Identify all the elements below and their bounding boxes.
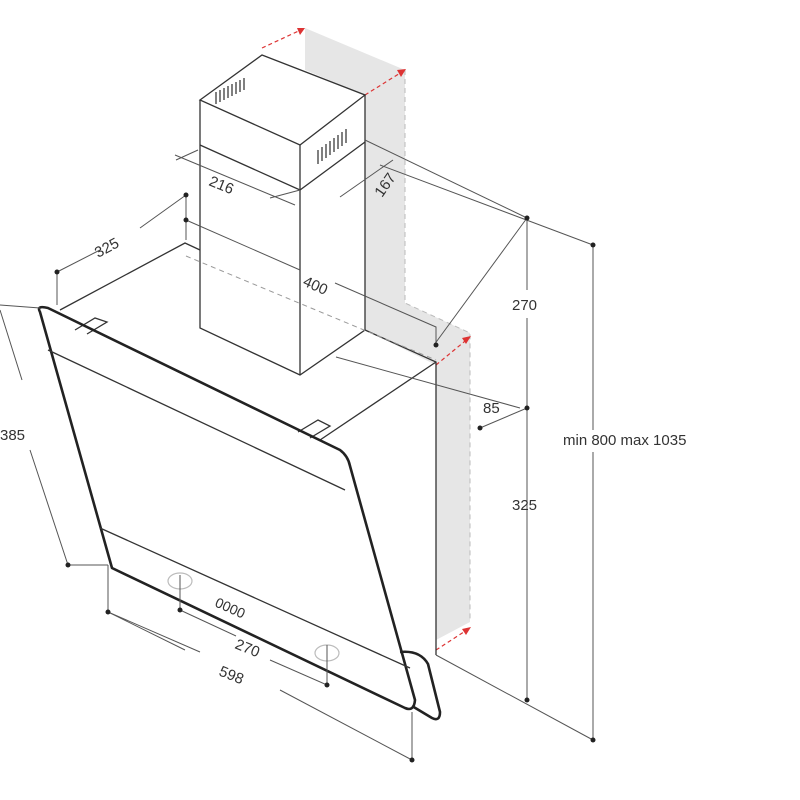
dim-panel-height: 385	[0, 427, 25, 444]
dim-chimney-to-wall: 400	[300, 273, 330, 299]
dim-wall-offset: 85	[483, 400, 500, 417]
glass-panel: 0000	[37, 305, 442, 721]
wall-area	[305, 28, 470, 640]
chimney	[198, 54, 367, 376]
dimension-dots	[54, 192, 596, 763]
hood-body	[59, 242, 437, 655]
dim-upper-height: 270	[512, 297, 537, 314]
dimension-lines	[0, 139, 594, 761]
dim-total-height: min 800 max 1035	[563, 432, 686, 449]
dim-lower-height: 325	[512, 497, 537, 514]
vent-grille-icon	[215, 78, 347, 164]
wall-arrows	[261, 27, 471, 651]
dim-hood-depth: 325	[92, 235, 122, 262]
dim-hood-width: 598	[217, 663, 247, 688]
dim-chimney-width: 216	[207, 173, 237, 198]
dim-controls-width: 270	[233, 636, 263, 661]
